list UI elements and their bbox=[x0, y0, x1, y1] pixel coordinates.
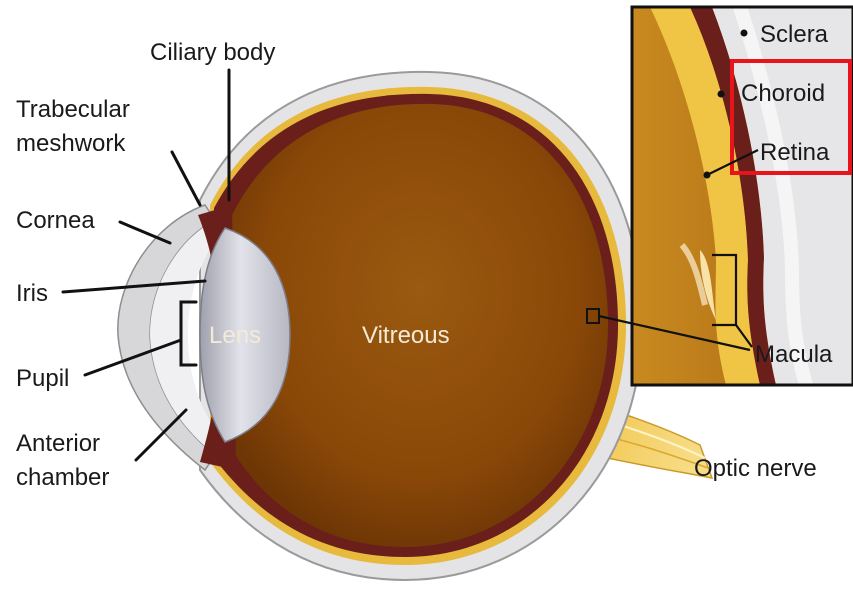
label-choroid: Choroid bbox=[741, 80, 825, 107]
label-retina: Retina bbox=[760, 139, 830, 166]
sclera-marker-dot bbox=[741, 30, 748, 37]
label-optic-nerve: Optic nerve bbox=[694, 455, 817, 482]
label-trabecular-line2: meshwork bbox=[16, 130, 126, 157]
choroid-marker-dot bbox=[718, 91, 725, 98]
trabecular-leader bbox=[172, 152, 200, 205]
label-ciliary-body: Ciliary body bbox=[150, 39, 275, 66]
label-sclera: Sclera bbox=[760, 21, 829, 48]
label-anterior-line1: Anterior bbox=[16, 430, 100, 457]
inset-magnified-view bbox=[632, 7, 853, 385]
label-cornea: Cornea bbox=[16, 207, 95, 234]
label-anterior-line2: chamber bbox=[16, 464, 109, 491]
label-macula: Macula bbox=[755, 341, 833, 368]
label-lens: Lens bbox=[209, 322, 261, 349]
label-trabecular-line1: Trabecular bbox=[16, 96, 130, 123]
retina-marker-dot bbox=[704, 172, 711, 179]
label-iris: Iris bbox=[16, 280, 48, 307]
label-vitreous: Vitreous bbox=[362, 322, 450, 349]
label-pupil: Pupil bbox=[16, 365, 69, 392]
